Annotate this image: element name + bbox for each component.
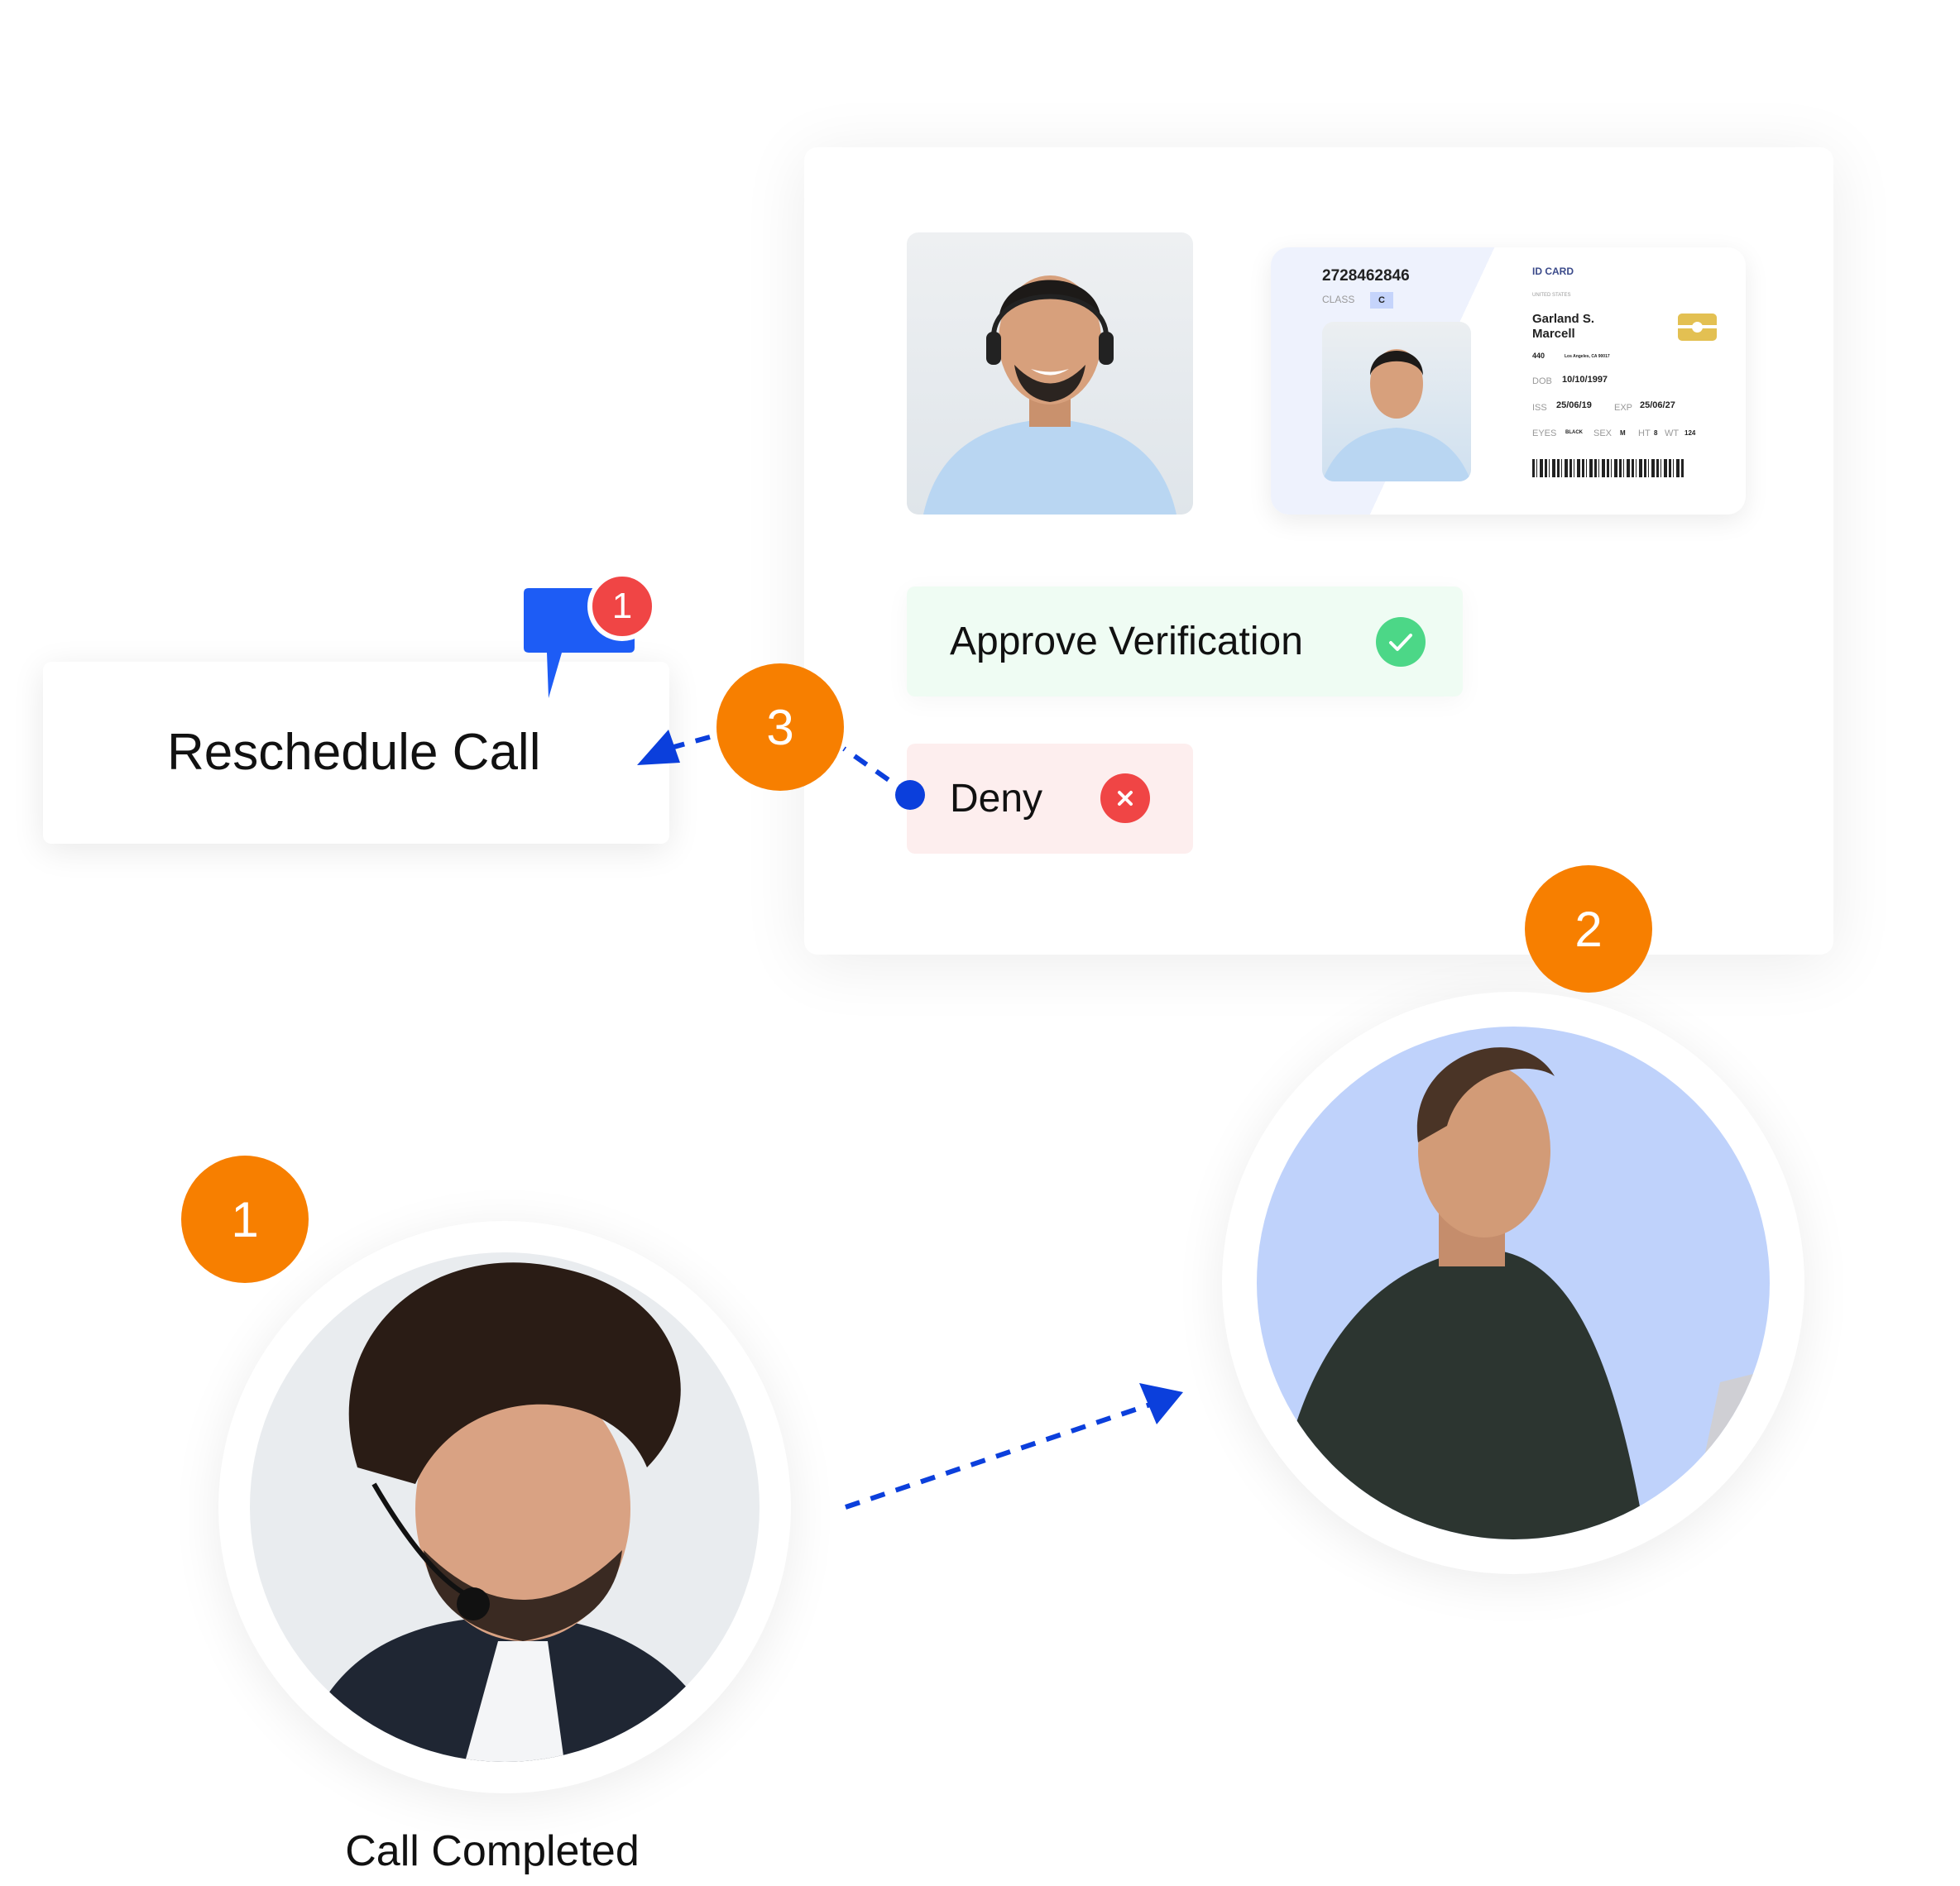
chip-icon [1678,314,1717,341]
id-card-title: ID CARD [1532,266,1574,277]
step-3-badge: 3 [716,663,844,791]
notification-badge: 1 [587,572,657,641]
check-icon [1376,617,1426,667]
approve-verification-button[interactable]: Approve Verification [907,586,1463,696]
x-icon [1100,773,1150,823]
id-number: 2728462846 [1322,267,1410,285]
id-card: 2728462846 CLASS C ID CARD UNITED STATES… [1271,247,1746,515]
customer-avatar [1257,1027,1770,1539]
step-1-badge: 1 [181,1156,309,1283]
reschedule-label: Reschedule Call [167,724,541,781]
step-2-badge: 2 [1525,865,1652,993]
barcode [1532,459,1684,477]
reschedule-call-card[interactable]: Reschedule Call [43,662,669,844]
agent-photo [907,232,1193,515]
call-completed-label: Call Completed [345,1827,640,1875]
id-photo [1322,322,1471,481]
deny-button[interactable]: Deny [907,744,1193,854]
customer-avatar-ring [1222,992,1804,1574]
id-country: UNITED STATES [1532,293,1571,298]
id-name: Garland S.Marcell [1532,312,1595,341]
class-value: C [1370,292,1393,309]
deny-label: Deny [950,777,1043,821]
class-label: CLASS [1322,294,1355,305]
approve-label: Approve Verification [950,620,1303,663]
chat-notification-icon[interactable]: 1 [524,572,657,706]
agent-avatar-ring [218,1221,791,1793]
agent-avatar [250,1252,760,1762]
